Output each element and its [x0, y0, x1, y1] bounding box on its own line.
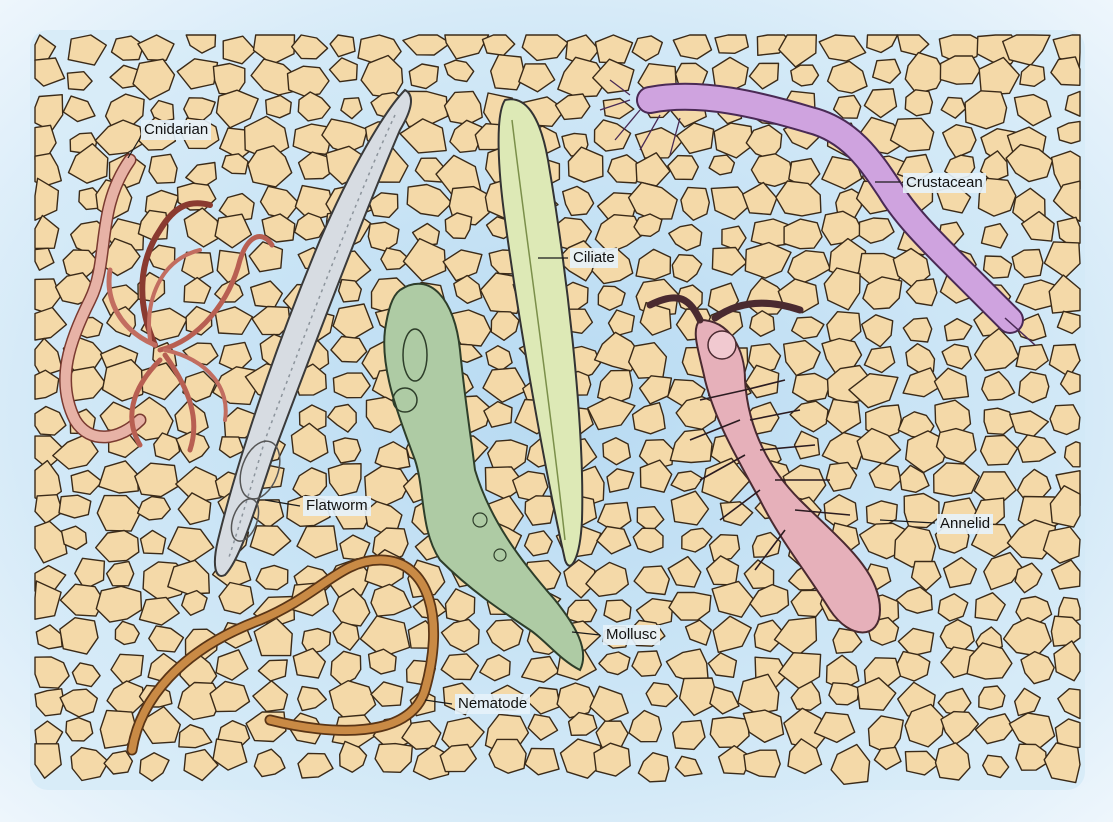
label-mollusc: Mollusc	[603, 625, 660, 645]
sand-grain	[59, 495, 91, 518]
sand-grain	[213, 64, 244, 95]
label-crustacean: Crustacean	[903, 173, 986, 193]
sand-grain	[333, 373, 370, 398]
label-cnidarian: Cnidarian	[141, 120, 211, 140]
sand-grain	[784, 219, 822, 249]
sand-grain	[1051, 616, 1080, 646]
sand-grain	[1050, 405, 1080, 435]
sand-grain	[491, 55, 525, 90]
sand-grain	[633, 528, 663, 552]
label-annelid: Annelid	[937, 514, 993, 534]
sand-grain	[979, 686, 1005, 710]
label-ciliate: Ciliate	[570, 248, 618, 268]
sand-grain	[525, 496, 554, 525]
label-flatworm: Flatworm	[303, 496, 371, 516]
sand-grain	[940, 56, 980, 84]
label-nematode: Nematode	[455, 694, 530, 714]
sand-grain	[66, 718, 93, 741]
sand-grain	[829, 683, 859, 705]
